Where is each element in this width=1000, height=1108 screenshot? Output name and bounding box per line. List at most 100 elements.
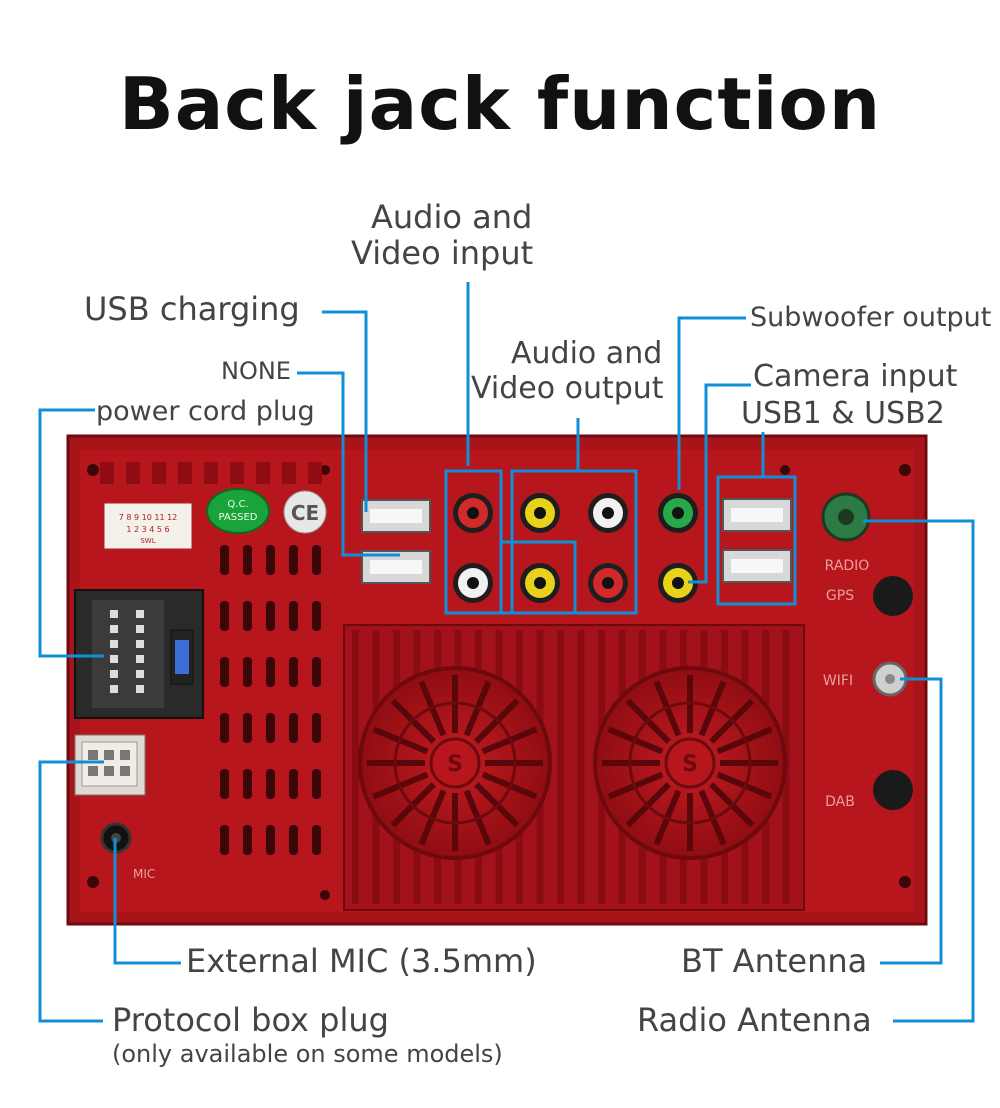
label-av-output-line1: Audio and xyxy=(511,336,663,371)
vent-slot xyxy=(312,545,321,575)
label-av-input-line2: Video input xyxy=(351,234,534,272)
fan-hub xyxy=(429,737,481,789)
svg-text:7 8 9 10 11 12: 7 8 9 10 11 12 xyxy=(119,513,178,522)
label-camera: Camera input xyxy=(753,359,958,394)
rca-jack-center xyxy=(602,577,614,589)
label-usb-charging: USB charging xyxy=(84,290,300,328)
top-rib xyxy=(204,462,218,484)
rca-jack-center xyxy=(602,507,614,519)
power-cord-connector xyxy=(74,589,204,719)
svg-text:WIFI: WIFI xyxy=(823,673,853,689)
vent-slot xyxy=(220,545,229,575)
connector-pin xyxy=(110,655,118,663)
top-rib xyxy=(230,462,244,484)
fan-logo: S xyxy=(682,752,698,777)
vent-slot xyxy=(220,713,229,743)
vent-slot xyxy=(243,545,252,575)
label-power-cord: power cord plug xyxy=(96,396,315,427)
vent-slot xyxy=(220,601,229,631)
vent-slot xyxy=(266,825,275,855)
fuse-sticker: 7 8 9 10 11 12 1 2 3 4 5 6 SWL xyxy=(103,502,193,550)
callout-lines xyxy=(38,282,975,1023)
connector-pin xyxy=(136,610,144,618)
vent-slot xyxy=(312,601,321,631)
fan-hub xyxy=(664,737,716,789)
top-rib xyxy=(152,462,166,484)
rca-jack-center xyxy=(534,577,546,589)
vent-slot xyxy=(266,601,275,631)
connector-pin xyxy=(110,625,118,633)
svg-text:RADIO: RADIO xyxy=(825,558,870,574)
heatsink-fin xyxy=(577,630,585,904)
top-rib xyxy=(282,462,296,484)
ce-mark: CE xyxy=(283,490,327,534)
heatsink-fin xyxy=(557,630,564,904)
top-rib xyxy=(308,462,322,484)
vent-slot xyxy=(312,657,321,687)
label-subwoofer: Subwoofer output xyxy=(750,302,992,333)
label-protocol-box: Protocol box plug xyxy=(112,1001,389,1039)
vent-slot xyxy=(220,769,229,799)
connector-pin xyxy=(110,670,118,678)
svg-text:1 2 3 4 5 6: 1 2 3 4 5 6 xyxy=(126,525,169,534)
protocol-box-connector xyxy=(74,734,146,796)
top-rib xyxy=(178,462,192,484)
qc-stamp-line2: PASSED xyxy=(219,512,258,523)
qc-passed-stamp: Q.C. PASSED xyxy=(206,488,270,534)
fan-logo: S xyxy=(447,752,463,777)
heatsink-fin xyxy=(352,630,359,904)
connector-pin xyxy=(136,685,144,693)
svg-text:GPS: GPS xyxy=(826,588,854,604)
rca-highlight-frames xyxy=(444,469,797,615)
rca-jack-center xyxy=(534,507,546,519)
svg-text:SWL: SWL xyxy=(140,537,155,545)
vent-slot xyxy=(289,601,298,631)
rca-jacks xyxy=(453,493,698,603)
connector-pin xyxy=(110,685,118,693)
vent-slot xyxy=(243,601,252,631)
vent-slot xyxy=(220,825,229,855)
label-bt-antenna: BT Antenna xyxy=(681,942,868,980)
vent-slot xyxy=(312,713,321,743)
antenna-column: RADIO GPS WIFI DAB xyxy=(821,492,913,810)
connector-pin xyxy=(136,670,144,678)
page-title: Back jack function xyxy=(118,62,882,146)
label-none: NONE xyxy=(221,357,291,385)
vent-slot xyxy=(243,657,252,687)
top-rib xyxy=(256,462,270,484)
svg-text:CE: CE xyxy=(291,501,319,525)
vent-slot xyxy=(289,769,298,799)
top-rib xyxy=(100,462,114,484)
vent-slot xyxy=(266,713,275,743)
qc-stamp-line1: Q.C. xyxy=(227,499,248,510)
usb1-usb2-ports xyxy=(722,498,792,583)
vent-slot xyxy=(289,825,298,855)
label-av-output-line2: Video output xyxy=(471,371,664,406)
top-rib xyxy=(126,462,140,484)
vent-slot xyxy=(289,657,298,687)
label-external-mic: External MIC (3.5mm) xyxy=(186,942,537,980)
vent-slot xyxy=(312,769,321,799)
connector-pin xyxy=(110,640,118,648)
vent-slot xyxy=(312,825,321,855)
rca-jack-center xyxy=(672,507,684,519)
connector-pin xyxy=(110,610,118,618)
svg-text:DAB: DAB xyxy=(825,794,855,810)
connector-pin xyxy=(136,625,144,633)
label-radio-antenna: Radio Antenna xyxy=(637,1001,872,1039)
fan-ring xyxy=(393,701,517,825)
fan-ring xyxy=(628,701,752,825)
label-usb1-usb2: USB1 & USB2 xyxy=(741,396,945,431)
rca-jack-center xyxy=(672,577,684,589)
vent-slot xyxy=(266,769,275,799)
vent-slot xyxy=(289,545,298,575)
rca-jack-center xyxy=(467,507,479,519)
vent-slots xyxy=(100,462,322,855)
vent-slot xyxy=(243,713,252,743)
rca-jack-center xyxy=(467,577,479,589)
vent-slot xyxy=(266,657,275,687)
svg-text:MIC: MIC xyxy=(133,867,155,881)
label-av-input-line1: Audio and xyxy=(371,198,533,236)
connector-pin xyxy=(136,640,144,648)
